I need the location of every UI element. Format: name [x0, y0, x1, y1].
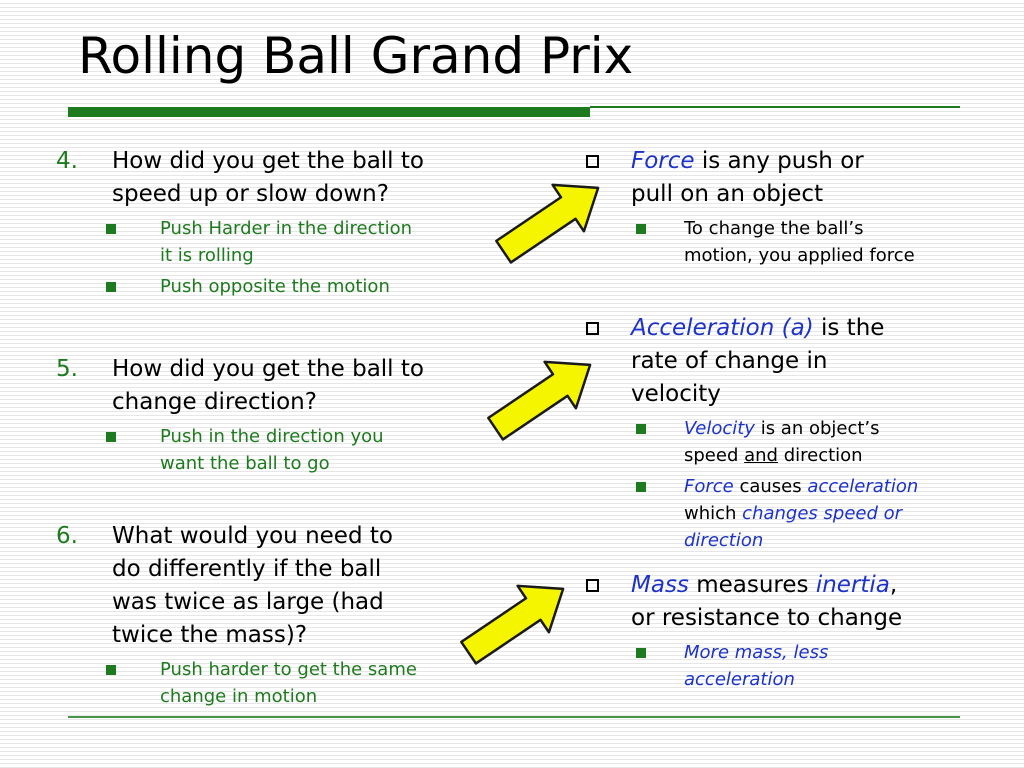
arrow-1 — [495, 183, 600, 264]
underlined-and: and — [744, 445, 778, 466]
square-bullet-icon — [106, 432, 116, 442]
detail-text: Force causes acceleration which changes … — [684, 473, 918, 554]
detail-text-part: causes — [733, 476, 808, 497]
definition-text-part: , — [889, 572, 898, 598]
arrow-2 — [487, 360, 592, 441]
title-rule-thick — [68, 107, 590, 117]
definition-force: Force is any push or pull on an object T… — [580, 145, 1020, 269]
detail-item: More mass, less acceleration — [636, 639, 1020, 693]
square-bullet-icon — [636, 482, 646, 492]
answer-text: Push in the direction you want the ball … — [160, 423, 384, 477]
square-bullet-icon — [636, 224, 646, 234]
answer-text-line: it is rolling — [160, 245, 254, 266]
answer-item: Push Harder in the direction it is rolli… — [106, 215, 526, 269]
square-bullet-icon — [636, 424, 646, 434]
question-6: 6. What would you need to do differently… — [56, 520, 526, 710]
question-text-line: twice the mass)? — [112, 622, 308, 648]
definition-text-line: rate of change in — [631, 348, 828, 374]
detail-text-part: direction — [777, 445, 863, 466]
detail-text-part: is an object’s — [754, 418, 880, 439]
answer-text-line: want the ball to go — [160, 453, 330, 474]
detail-text-part: changes speed or — [742, 503, 903, 524]
definition-text: Mass measures inertia, or resistance to … — [631, 569, 902, 635]
question-text-line: change direction? — [112, 389, 317, 415]
answer-text-line: Push harder to get the same — [160, 659, 417, 680]
question-number: 5. — [56, 356, 78, 382]
definition-text: Acceleration (a) is the rate of change i… — [631, 312, 884, 411]
definition-text-part: measures — [688, 572, 816, 598]
square-bullet-icon — [106, 224, 116, 234]
definition-text-line: pull on an object — [631, 181, 824, 207]
hollow-square-bullet-icon — [586, 579, 599, 592]
question-number: 6. — [56, 523, 78, 549]
term-velocity: Velocity — [684, 418, 755, 439]
definition-mass: Mass measures inertia, or resistance to … — [580, 569, 1020, 693]
detail-text: Velocity is an object’s speed and direct… — [684, 415, 880, 469]
definition-text: Force is any push or pull on an object — [631, 145, 864, 211]
slide-title: Rolling Ball Grand Prix — [78, 27, 634, 85]
answer-text-line: Push Harder in the direction — [160, 218, 412, 239]
question-text-line: What would you need to — [112, 523, 393, 549]
definition-text-line: velocity — [631, 381, 721, 407]
definition-text-part: is any push or — [694, 148, 864, 174]
hollow-square-bullet-icon — [586, 322, 599, 335]
answer-text-line: change in motion — [160, 686, 318, 707]
question-number: 4. — [56, 148, 78, 174]
detail-item: Velocity is an object’s speed and direct… — [636, 415, 1020, 469]
answer-item: Push in the direction you want the ball … — [106, 423, 526, 477]
detail-text-line: motion, you applied force — [684, 245, 915, 266]
answer-text: Push Harder in the direction it is rolli… — [160, 215, 412, 269]
term-force: Force — [631, 148, 695, 174]
bottom-rule — [68, 716, 960, 718]
term-force: Force — [684, 476, 734, 497]
term-inertia: inertia — [815, 572, 890, 598]
question-text-line: How did you get the ball to — [112, 148, 424, 174]
detail-text-line: direction — [684, 530, 764, 551]
detail-text: More mass, less acceleration — [684, 639, 828, 693]
term-mass: Mass — [631, 572, 689, 598]
square-bullet-icon — [636, 648, 646, 658]
answer-item: Push opposite the motion — [106, 273, 526, 300]
detail-text-line: acceleration — [684, 669, 795, 690]
square-bullet-icon — [106, 665, 116, 675]
question-text: How did you get the ball to change direc… — [112, 353, 424, 419]
definition-text-line: or resistance to change — [631, 605, 903, 631]
definition-acceleration: Acceleration (a) is the rate of change i… — [580, 312, 1020, 554]
question-text-line: was twice as large (had — [112, 589, 384, 615]
detail-text-line: More mass, less — [684, 642, 829, 663]
question-5: 5. How did you get the ball to change di… — [56, 353, 526, 477]
question-text: What would you need to do differently if… — [112, 520, 393, 652]
detail-text-part: speed — [684, 445, 745, 466]
detail-text-part: which — [684, 503, 743, 524]
question-text-line: speed up or slow down? — [112, 181, 389, 207]
detail-text-line: To change the ball’s — [684, 218, 864, 239]
question-text-line: do differently if the ball — [112, 556, 382, 582]
question-text-line: How did you get the ball to — [112, 356, 424, 382]
question-4: 4. How did you get the ball to speed up … — [56, 145, 526, 300]
square-bullet-icon — [106, 282, 116, 292]
question-text: How did you get the ball to speed up or … — [112, 145, 424, 211]
term-acceleration: acceleration — [807, 476, 919, 497]
answer-text: Push opposite the motion — [160, 276, 390, 297]
hollow-square-bullet-icon — [586, 155, 599, 168]
definition-text-part: is the — [813, 315, 885, 341]
term-acceleration: Acceleration (a) — [631, 315, 814, 341]
answer-text-line: Push in the direction you — [160, 426, 384, 447]
answer-text: Push harder to get the same change in mo… — [160, 656, 417, 710]
answer-item: Push harder to get the same change in mo… — [106, 656, 526, 710]
detail-item: To change the ball’s motion, you applied… — [636, 215, 1020, 269]
title-rule-thin — [590, 106, 960, 108]
detail-item: Force causes acceleration which changes … — [636, 473, 1020, 554]
arrow-3 — [460, 584, 565, 665]
detail-text: To change the ball’s motion, you applied… — [684, 215, 915, 269]
